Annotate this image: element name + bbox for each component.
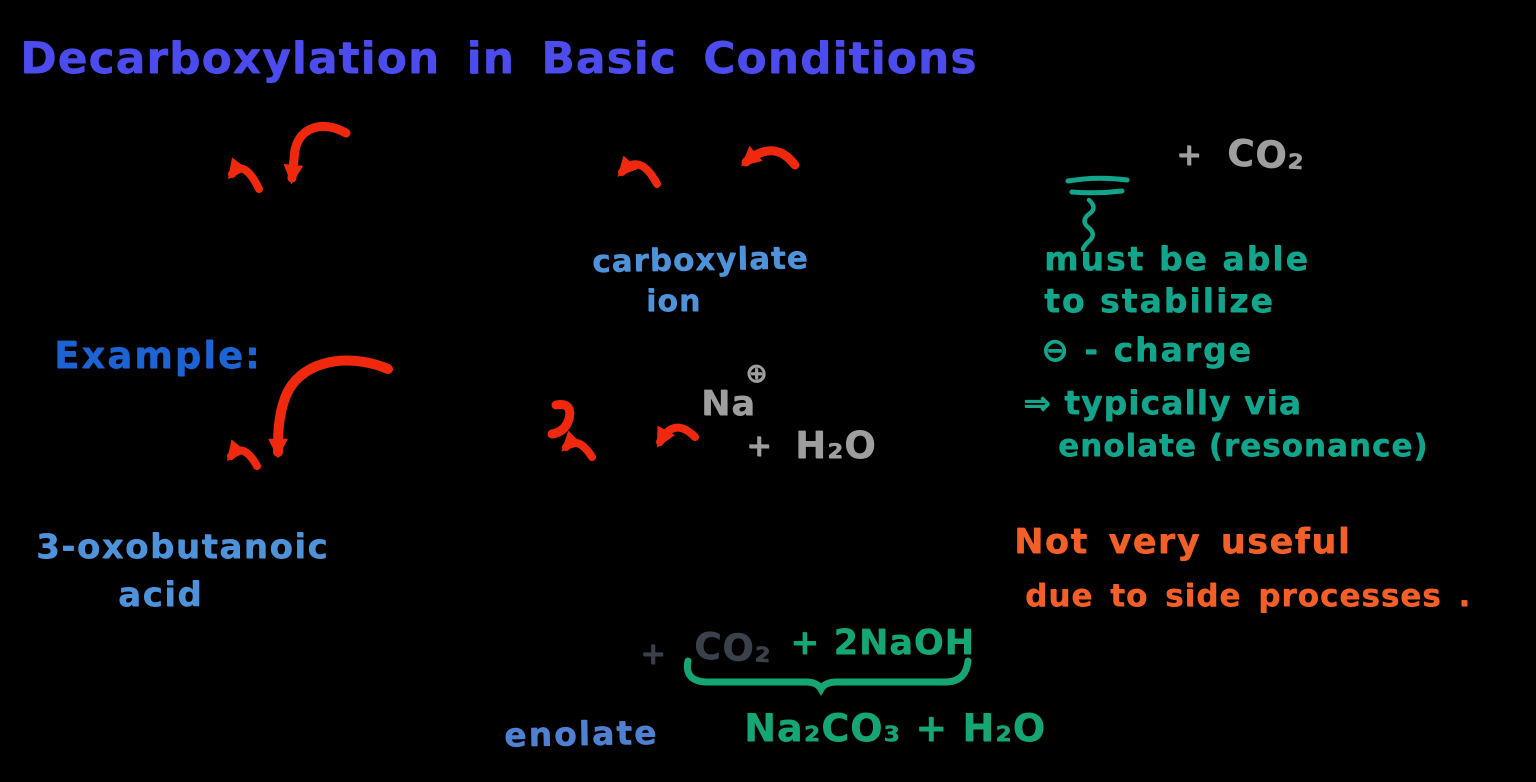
electron-arrow-example-large-icon: [268, 355, 393, 459]
requirement-note-line-5: enolate (resonance): [1058, 428, 1429, 464]
water-formula: H₂O: [795, 424, 877, 467]
equation-plus-sign: +: [640, 636, 667, 672]
carboxylate-label-line2: ion: [646, 284, 702, 319]
underbrace-icon: [683, 657, 972, 697]
electron-arrow-example-small-icon: [226, 439, 261, 470]
squiggly-connector-icon: [1080, 197, 1096, 252]
equation-products: Na₂CO₃ + H₂O: [744, 706, 1046, 750]
electron-arrow-mid-small-icon: [561, 430, 596, 461]
reactant-name-line1: 3-oxobutanoic: [36, 527, 330, 567]
equation-co2-formula: CO₂: [692, 623, 773, 672]
requirement-note-line-1: must be able: [1044, 239, 1310, 278]
plus-charge-icon: ⊕: [745, 358, 769, 389]
co2-plus-sign: +: [1176, 137, 1203, 173]
electron-squiggle-icon: [547, 400, 575, 439]
equals-mark-top-icon: [1065, 175, 1130, 184]
warning-note-line2: due to side processes .: [1025, 578, 1472, 614]
carboxylate-label-line1: carboxylate: [591, 240, 809, 280]
electron-arrow-carboxylate-large-icon: [740, 145, 800, 170]
enolate-label: enolate: [503, 712, 659, 755]
water-plus-sign: +: [746, 428, 773, 464]
requirement-note-line-3: ⊖ - charge: [1041, 330, 1253, 369]
equals-mark-bottom-icon: [1069, 188, 1125, 196]
requirement-note-line-4: ⇒ typically via: [1023, 383, 1302, 422]
electron-arrow-mid-curved-icon: [656, 423, 699, 448]
requirement-note-line-2: to stabilize: [1044, 281, 1275, 320]
electron-arrow-carboxylate-small-icon: [617, 155, 661, 188]
page-title: Decarboxylation in Basic Conditions: [20, 33, 978, 84]
sodium-symbol: Na: [701, 384, 756, 424]
electron-arrow-topleft-large-icon: [283, 122, 351, 185]
reactant-name-line2: acid: [118, 575, 204, 615]
electron-arrow-topleft-small-icon: [228, 157, 263, 193]
equation-naoh-term: + 2NaOH: [790, 623, 975, 663]
co2-formula: CO₂: [1225, 130, 1306, 179]
warning-note-line1: Not very useful: [1014, 522, 1352, 562]
example-label: Example:: [54, 334, 262, 377]
